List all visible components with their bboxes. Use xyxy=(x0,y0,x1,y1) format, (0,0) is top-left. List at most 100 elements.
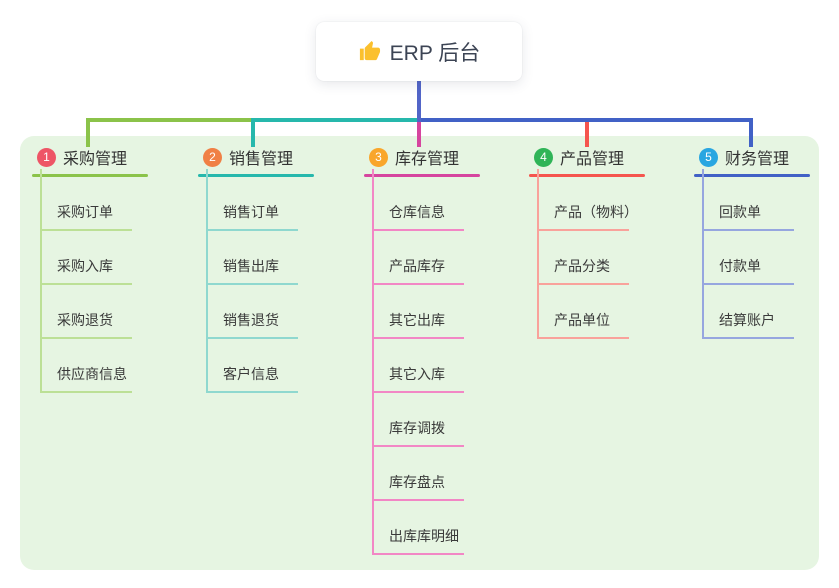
root-label: ERP 后台 xyxy=(389,41,481,65)
branch-label: 采购管理 xyxy=(63,151,128,168)
child-label: 结算账户 xyxy=(719,312,775,328)
child-node[interactable]: 其它入库 xyxy=(364,339,480,393)
child-node[interactable]: 产品单位 xyxy=(529,285,645,339)
connector-line xyxy=(206,169,208,393)
branch-node[interactable]: 3 库存管理 xyxy=(364,145,480,169)
child-node[interactable]: 采购订单 xyxy=(32,177,148,231)
child-node[interactable]: 结算账户 xyxy=(694,285,810,339)
child-underline xyxy=(537,337,629,339)
child-node[interactable]: 客户信息 xyxy=(198,339,314,393)
branch-children: 仓库信息 产品库存 其它出库 其它入库 库存调拨 库存盘点 xyxy=(364,169,480,555)
branch-underline xyxy=(32,174,148,177)
child-node[interactable]: 产品分类 xyxy=(529,231,645,285)
branch-node[interactable]: 4 产品管理 xyxy=(529,145,645,169)
child-label: 回款单 xyxy=(719,204,761,220)
branch-node[interactable]: 5 财务管理 xyxy=(694,145,810,169)
child-label: 其它入库 xyxy=(389,366,445,382)
branch-number-badge: 1 xyxy=(37,147,56,167)
connector-line xyxy=(372,169,374,555)
connector-line xyxy=(749,118,753,147)
branch-node[interactable]: 1 采购管理 xyxy=(32,145,148,169)
child-node[interactable]: 销售退货 xyxy=(198,285,314,339)
child-node[interactable]: 采购退货 xyxy=(32,285,148,339)
connector-line xyxy=(417,122,421,147)
root-node[interactable]: ERP 后台 xyxy=(316,22,522,81)
connector-line xyxy=(419,118,751,122)
child-label: 其它出库 xyxy=(389,312,445,328)
child-underline xyxy=(206,337,298,339)
branch-purchase-management: 1 采购管理 采购订单 采购入库 采购退货 供应商信息 xyxy=(32,145,148,393)
child-label: 产品库存 xyxy=(389,258,445,274)
child-node[interactable]: 回款单 xyxy=(694,177,810,231)
child-node[interactable]: 库存盘点 xyxy=(364,447,480,501)
root-stem-line xyxy=(417,81,421,122)
branch-number-badge: 5 xyxy=(699,147,718,167)
branch-number-badge: 3 xyxy=(369,147,388,167)
child-underline xyxy=(702,337,794,339)
child-label: 客户信息 xyxy=(223,366,279,382)
child-label: 产品单位 xyxy=(554,312,610,328)
connector-line xyxy=(251,118,255,147)
branches-panel xyxy=(20,136,819,570)
connector-line xyxy=(537,169,539,339)
thumb-up-icon xyxy=(359,40,380,61)
child-underline xyxy=(537,283,629,285)
child-underline xyxy=(372,499,464,501)
child-label: 采购订单 xyxy=(57,204,113,220)
branch-underline xyxy=(529,174,645,177)
child-label: 出库库明细 xyxy=(389,528,459,544)
child-label: 采购入库 xyxy=(57,258,113,274)
child-node[interactable]: 供应商信息 xyxy=(32,339,148,393)
branch-underline xyxy=(198,174,314,177)
branch-label: 库存管理 xyxy=(395,151,460,168)
child-label: 产品分类 xyxy=(554,258,610,274)
child-underline xyxy=(372,283,464,285)
child-underline xyxy=(537,229,629,231)
child-node[interactable]: 产品库存 xyxy=(364,231,480,285)
connector-line xyxy=(40,169,42,393)
branch-product-management: 4 产品管理 产品（物料） 产品分类 产品单位 xyxy=(529,145,645,339)
branch-label: 财务管理 xyxy=(725,151,790,168)
child-label: 销售订单 xyxy=(223,204,279,220)
child-node[interactable]: 销售订单 xyxy=(198,177,314,231)
branch-children: 采购订单 采购入库 采购退货 供应商信息 xyxy=(32,169,148,393)
child-underline xyxy=(372,337,464,339)
branch-label: 销售管理 xyxy=(229,151,294,168)
connector-line xyxy=(702,169,704,339)
child-label: 产品（物料） xyxy=(554,204,638,220)
child-node[interactable]: 采购入库 xyxy=(32,231,148,285)
child-underline xyxy=(206,391,298,393)
branch-number-badge: 2 xyxy=(203,147,222,167)
child-underline xyxy=(372,229,464,231)
child-node[interactable]: 库存调拨 xyxy=(364,393,480,447)
child-underline xyxy=(372,553,464,555)
branch-underline xyxy=(694,174,810,177)
child-underline xyxy=(702,283,794,285)
connector-line xyxy=(585,118,589,147)
child-label: 销售退货 xyxy=(223,312,279,328)
child-underline xyxy=(372,445,464,447)
branch-children: 销售订单 销售出库 销售退货 客户信息 xyxy=(198,169,314,393)
child-node[interactable]: 产品（物料） xyxy=(529,177,645,231)
child-node[interactable]: 销售出库 xyxy=(198,231,314,285)
branch-underline xyxy=(364,174,480,177)
branch-node[interactable]: 2 销售管理 xyxy=(198,145,314,169)
branch-children: 产品（物料） 产品分类 产品单位 xyxy=(529,169,645,339)
child-node[interactable]: 出库库明细 xyxy=(364,501,480,555)
child-node[interactable]: 仓库信息 xyxy=(364,177,480,231)
child-underline xyxy=(702,229,794,231)
connector-line xyxy=(86,118,90,147)
child-node[interactable]: 付款单 xyxy=(694,231,810,285)
child-underline xyxy=(372,391,464,393)
branch-sales-management: 2 销售管理 销售订单 销售出库 销售退货 客户信息 xyxy=(198,145,314,393)
child-label: 销售出库 xyxy=(223,258,279,274)
child-underline xyxy=(40,283,132,285)
child-label: 付款单 xyxy=(719,258,761,274)
child-underline xyxy=(40,391,132,393)
child-label: 仓库信息 xyxy=(389,204,445,220)
child-underline xyxy=(40,337,132,339)
branch-finance-management: 5 财务管理 回款单 付款单 结算账户 xyxy=(694,145,810,339)
child-node[interactable]: 其它出库 xyxy=(364,285,480,339)
child-label: 供应商信息 xyxy=(57,366,127,382)
